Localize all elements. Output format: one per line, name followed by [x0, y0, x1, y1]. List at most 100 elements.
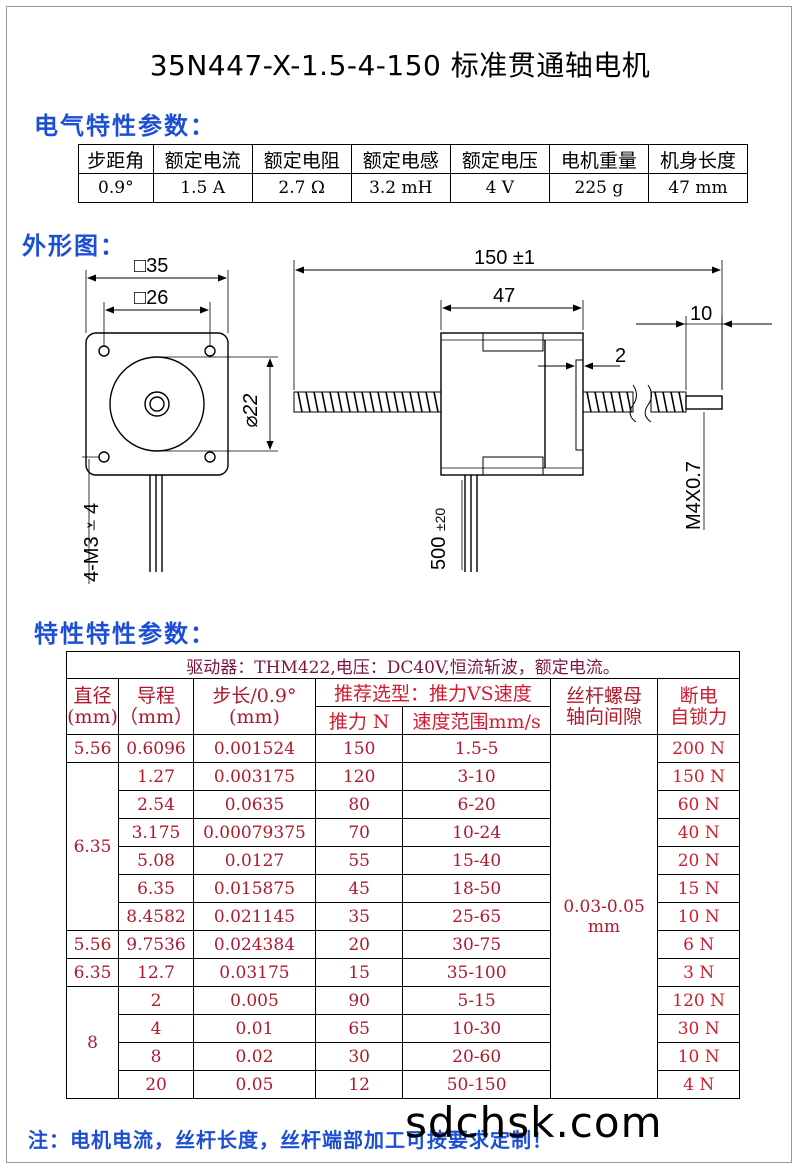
table-row: 6.35 12.7 0.03175 15 35-100 3 N — [66, 958, 740, 987]
cell-lead: 12.7 — [117, 958, 195, 987]
dim-holes-value: 4-M3 — [81, 536, 103, 582]
cell-step: 0.005 — [193, 986, 316, 1015]
dim-dia22: ⌀22 — [240, 394, 262, 428]
header-cell: 额定电阻 — [251, 144, 352, 174]
cell-lock: 6 N — [657, 930, 740, 959]
header-lock: 断电自锁力 — [657, 678, 740, 735]
cell-lock: 20 N — [657, 846, 740, 875]
dim-len10: 10 — [690, 303, 712, 325]
cell-force: 65 — [314, 1014, 404, 1043]
dim-holes: 4-M3 ⩡ 4 — [81, 503, 103, 582]
header-diameter-label: 直径 — [73, 684, 112, 707]
dim-lead-tol: ±20 — [432, 508, 448, 531]
header-backlash-2: 轴向间隙 — [566, 705, 643, 728]
cell-lock: 200 N — [657, 734, 740, 763]
cell-step: 0.03175 — [193, 958, 316, 987]
cell-lock: 10 N — [657, 902, 740, 931]
perf-heading: 特性特性参数： — [34, 620, 216, 648]
cell-lead: 9.7536 — [117, 930, 195, 959]
value-cell: 0.9° — [78, 173, 154, 203]
cell-speed: 15-40 — [402, 846, 551, 875]
cell-lock: 150 N — [657, 762, 740, 791]
value-cell: 1.5 A — [152, 173, 253, 203]
cell-step: 0.003175 — [193, 762, 316, 791]
header-backlash: 丝杆螺母轴向间隙 — [549, 678, 659, 735]
dim-dia22-value: 22 — [240, 394, 262, 417]
page-title: 35N447-X-1.5-4-150 标准贯通轴电机 — [149, 49, 651, 82]
dim-sq35: □35 — [134, 255, 168, 277]
electrical-table: 步距角 额定电流 额定电阻 额定电感 额定电压 电机重量 机身长度 0.9° 1… — [78, 144, 749, 203]
cell-lock: 4 N — [657, 1070, 740, 1099]
header-lead-unit: （mm） — [118, 705, 194, 728]
cell-speed: 6-20 — [402, 790, 551, 819]
table-row: 5.56 0.6096 0.001524 150 1.5-5 0.03-0.05… — [66, 734, 740, 1099]
header-step-label: 步长/0.9° — [212, 684, 297, 707]
page-frame — [6, 6, 792, 1163]
dim-hole-depth: 4 — [81, 503, 103, 514]
cell-speed: 1.5-5 — [402, 734, 551, 763]
dim-thread: M4X0.7 — [683, 461, 705, 530]
cell-speed: 35-100 — [402, 958, 551, 987]
electrical-heading: 电气特性参数： — [34, 112, 216, 140]
cell-diameter: 5.56 — [66, 734, 119, 763]
header-lead-label: 导程 — [137, 684, 176, 707]
cell-diameter: 5.56 — [66, 930, 119, 959]
cell-lock: 3 N — [657, 958, 740, 987]
table-row: 8 2 0.005 90 5-15 120 N — [66, 986, 740, 1099]
cell-lock: 15 N — [657, 874, 740, 903]
electrical-value-row: 0.9° 1.5 A 2.7 Ω 3.2 mH 4 V 225 g 47 mm — [78, 173, 749, 203]
value-cell: 225 g — [548, 173, 649, 203]
cell-lead: 20 — [117, 1070, 195, 1099]
cell-speed: 50-150 — [402, 1070, 551, 1099]
header-cell: 电机重量 — [548, 144, 649, 174]
footer-note: 注：电机电流，丝杆长度，丝杆端部加工可按要求定制！ — [28, 1128, 553, 1152]
cell-lead: 2.54 — [117, 790, 195, 819]
cell-lead: 5.08 — [117, 846, 195, 875]
cell-force: 55 — [314, 846, 404, 875]
cell-speed: 10-24 — [402, 818, 551, 847]
cell-speed: 20-60 — [402, 1042, 551, 1071]
cell-diameter: 6.35 — [66, 958, 119, 987]
header-lock-1: 断电 — [679, 684, 718, 707]
header-speed: 速度范围mm/s — [402, 706, 551, 735]
cell-speed: 10-30 — [402, 1014, 551, 1043]
front-view — [82, 270, 278, 584]
table-row: 3.175 0.00079375 70 10-24 40 N — [67, 818, 740, 847]
cell-lock: 10 N — [657, 1042, 740, 1071]
driver-note: 驱动器：THM422,电压：DC40V,恒流斩波，额定电流。 — [66, 651, 740, 679]
cell-force: 80 — [314, 790, 404, 819]
header-recommend: 推荐选型：推力VS速度 — [314, 678, 551, 707]
watermark: sdchsk.com — [405, 1098, 663, 1147]
cell-lead: 8 — [117, 1042, 195, 1071]
cell-force: 15 — [314, 958, 404, 987]
cell-step: 0.0127 — [193, 846, 316, 875]
header-lock-2: 自锁力 — [670, 705, 728, 728]
cell-step: 0.021145 — [193, 902, 316, 931]
header-cell: 机身长度 — [647, 144, 749, 174]
header-step: 步长/0.9°(mm) — [193, 678, 316, 735]
cell-diameter: 8 — [66, 986, 119, 1099]
cell-speed: 5-15 — [402, 986, 551, 1015]
performance-table: 驱动器：THM422,电压：DC40V,恒流斩波，额定电流。 直径(mm) 导程… — [66, 651, 740, 1099]
cell-force: 90 — [314, 986, 404, 1015]
table-row: 6.35 0.015875 45 18-50 15 N — [67, 874, 740, 903]
cell-step: 0.0635 — [193, 790, 316, 819]
dim-lead-value: 500 — [428, 537, 450, 570]
cell-step: 0.01 — [193, 1014, 316, 1043]
cell-lock: 120 N — [657, 986, 740, 1015]
cell-lead: 0.6096 — [117, 734, 195, 763]
header-lead: 导程（mm） — [117, 678, 195, 735]
value-cell: 2.7 Ω — [251, 173, 352, 203]
side-view — [293, 260, 772, 572]
cell-speed: 3-10 — [402, 762, 551, 791]
cell-speed: 30-75 — [402, 930, 551, 959]
header-diameter-unit: (mm) — [67, 705, 118, 728]
table-row: 8.4582 0.021145 35 25-65 10 N — [67, 902, 740, 931]
cell-lead: 1.27 — [117, 762, 195, 791]
cell-lock: 30 N — [657, 1014, 740, 1043]
backlash-value: 0.03-0.05 — [563, 896, 645, 917]
header-diameter: 直径(mm) — [66, 678, 119, 735]
header-cell: 额定电感 — [350, 144, 451, 174]
cell-force: 70 — [314, 818, 404, 847]
cell-force: 20 — [314, 930, 404, 959]
